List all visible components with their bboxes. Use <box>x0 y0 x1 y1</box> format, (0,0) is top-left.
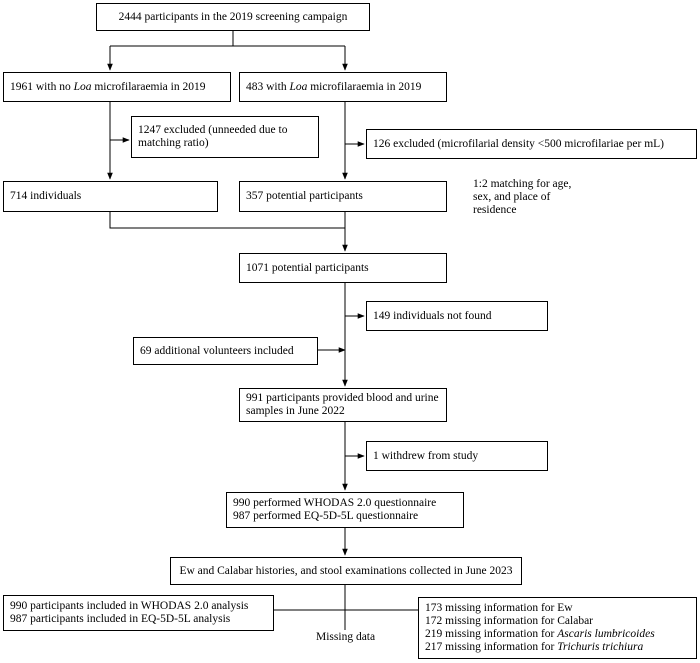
box-questionnaires: 990 performed WHODAS 2.0 questionnaire 9… <box>226 492 464 528</box>
missing-data-label: Missing data <box>316 631 376 643</box>
box-excluded-ratio: 1247 excluded (unneeded due to matching … <box>131 116 319 158</box>
box-missing-information: 173 missing information for Ew 172 missi… <box>418 597 697 659</box>
box-not-found: 149 individuals not found <box>366 301 548 331</box>
box-357-potential: 357 potential participants <box>239 181 447 212</box>
with-loa-text: 483 with Loa microfilaraemia in 2019 <box>246 80 422 93</box>
box-714-individuals: 714 individuals <box>3 181 218 212</box>
box-withdrew: 1 withdrew from study <box>366 441 548 471</box>
box-no-loa: 1961 with no Loa microfilaraemia in 2019 <box>3 72 231 102</box>
box-screening-campaign: 2444 participants in the 2019 screening … <box>96 3 370 31</box>
box-additional-volunteers: 69 additional volunteers included <box>133 337 318 365</box>
box-provided-samples: 991 participants provided blood and urin… <box>239 388 447 422</box>
missing-line: 172 missing information for Calabar <box>425 615 593 627</box>
box-with-loa: 483 with Loa microfilaraemia in 2019 <box>239 72 447 102</box>
box-histories: Ew and Calabar histories, and stool exam… <box>170 557 522 585</box>
missing-line: 217 missing information for Trichuris tr… <box>425 641 644 653</box>
box-analysis: 990 participants included in WHODAS 2.0 … <box>3 595 274 631</box>
missing-line: 219 missing information for Ascaris lumb… <box>425 628 655 640</box>
box-1071-potential: 1071 potential participants <box>239 253 447 283</box>
no-loa-text: 1961 with no Loa microfilaraemia in 2019 <box>10 80 206 93</box>
matching-note: 1:2 matching for age, sex, and place of … <box>473 178 572 216</box>
box-excluded-density: 126 excluded (microfilarial density <500… <box>366 129 697 159</box>
missing-line: 173 missing information for Ew <box>425 602 573 614</box>
